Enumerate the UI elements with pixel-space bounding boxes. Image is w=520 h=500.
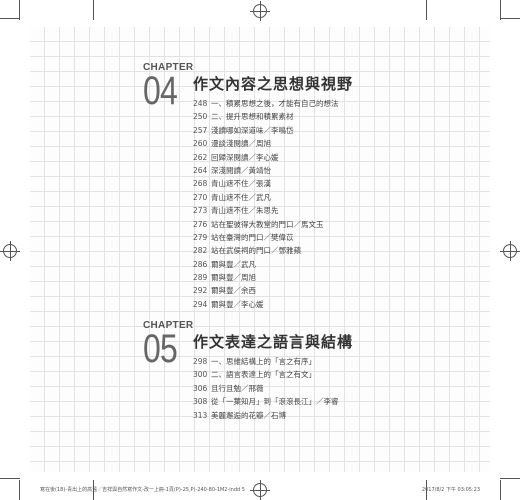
crop-mark <box>93 0 94 20</box>
toc-page: 273 <box>193 206 208 216</box>
toc-title: 一、思維結構上的「言之有序」 <box>211 357 316 366</box>
toc-title: 青山遮不住／張漢 <box>211 179 271 189</box>
toc-page: 262 <box>193 152 208 162</box>
toc-page: 298 <box>193 357 208 366</box>
toc-title: 漫談淺閱讀／周旭 <box>211 139 271 149</box>
toc-page: 250 <box>193 112 208 122</box>
crop-mark <box>500 478 520 479</box>
toc-page: 289 <box>193 273 208 283</box>
toc-page: 270 <box>193 192 208 202</box>
toc-title: 二、提升思想和積累素材 <box>211 112 294 122</box>
registration-mark-icon <box>0 241 20 261</box>
footer-slug-right: 2017/8/2 下午 03:05:23 <box>421 487 480 493</box>
toc-page: 308 <box>193 397 208 407</box>
chapter-label: CHAPTER <box>143 320 194 331</box>
chapter-heading: CHAPTER 04 <box>143 62 194 113</box>
crop-mark <box>500 0 501 20</box>
crop-mark <box>500 480 501 500</box>
toc-title: 從「一葉知月」到「滾滾長江」／李睿 <box>211 397 339 407</box>
toc-page: 279 <box>193 232 208 242</box>
toc-page: 282 <box>193 246 208 256</box>
toc-page: 300 <box>193 370 208 380</box>
crop-mark <box>93 480 94 500</box>
chapter-number: 04 <box>143 69 178 113</box>
toc-title: 一、積累思想之後，才能有自己的想法 <box>211 99 339 108</box>
toc-page: 257 <box>193 125 208 135</box>
toc-title: 且行且勉／邢薇 <box>211 383 264 393</box>
registration-mark-icon <box>250 480 270 500</box>
crop-mark <box>0 18 20 19</box>
toc-page: 276 <box>193 219 208 229</box>
toc-title: 淺讀哪如深道味／李鳴岱 <box>211 125 294 135</box>
chapter-title: 作文內容之思想與視野 <box>193 75 354 93</box>
toc-page: 294 <box>193 299 208 309</box>
chapter-title: 作文表達之語言與結構 <box>193 333 354 351</box>
registration-mark-icon <box>250 1 270 21</box>
toc-title: 美麗邂逅的花瓣／石博 <box>211 410 286 420</box>
toc-title: 站在聖彼得大教堂的門口／馬文玉 <box>211 219 324 229</box>
footer-slug-left: 寫在後(18)-青出上的高遠／吉祥與自然寫作文-改一上冊-1頁(P)-25,P)… <box>40 487 245 493</box>
chapter-heading: CHAPTER 05 <box>143 320 194 371</box>
toc-title: 爾與豐／武凡 <box>211 259 256 269</box>
toc-title: 青山遮不住／朱思先 <box>211 206 279 216</box>
toc-title: 二、語言表達上的「言之有文」 <box>211 370 316 380</box>
crop-mark <box>19 0 20 20</box>
toc-title: 爾與豐／李心媛 <box>211 299 264 309</box>
crop-mark <box>19 480 20 500</box>
toc-page: 248 <box>193 99 208 108</box>
chapter-number: 05 <box>143 327 178 371</box>
toc-title: 青山遮不住／武凡 <box>211 192 271 202</box>
toc-page: 313 <box>193 410 208 420</box>
toc-page: 260 <box>193 139 208 149</box>
toc-page: 286 <box>193 259 208 269</box>
toc-title: 爾與豐／余西 <box>211 286 256 296</box>
toc-page: 292 <box>193 286 208 296</box>
toc-title: 站在武侯祠的門口／鄧雅蘋 <box>211 246 301 256</box>
crop-mark <box>426 480 427 500</box>
toc-title: 回歸深閱讀／李心媛 <box>211 152 279 162</box>
registration-mark-icon <box>500 241 520 261</box>
grid-page <box>30 27 490 472</box>
toc-page: 268 <box>193 179 208 189</box>
chapter-label: CHAPTER <box>143 62 194 73</box>
crop-mark <box>426 0 427 20</box>
toc-page: 306 <box>193 383 208 393</box>
toc-title: 深淺閱讀／黃靖怡 <box>211 165 271 175</box>
crop-mark <box>0 478 20 479</box>
crop-mark <box>500 18 520 19</box>
toc-page: 264 <box>193 165 208 175</box>
toc-title: 站在臺灣的門口／樊偉苡 <box>211 232 294 242</box>
toc-title: 爾與豐／周旭 <box>211 273 256 283</box>
